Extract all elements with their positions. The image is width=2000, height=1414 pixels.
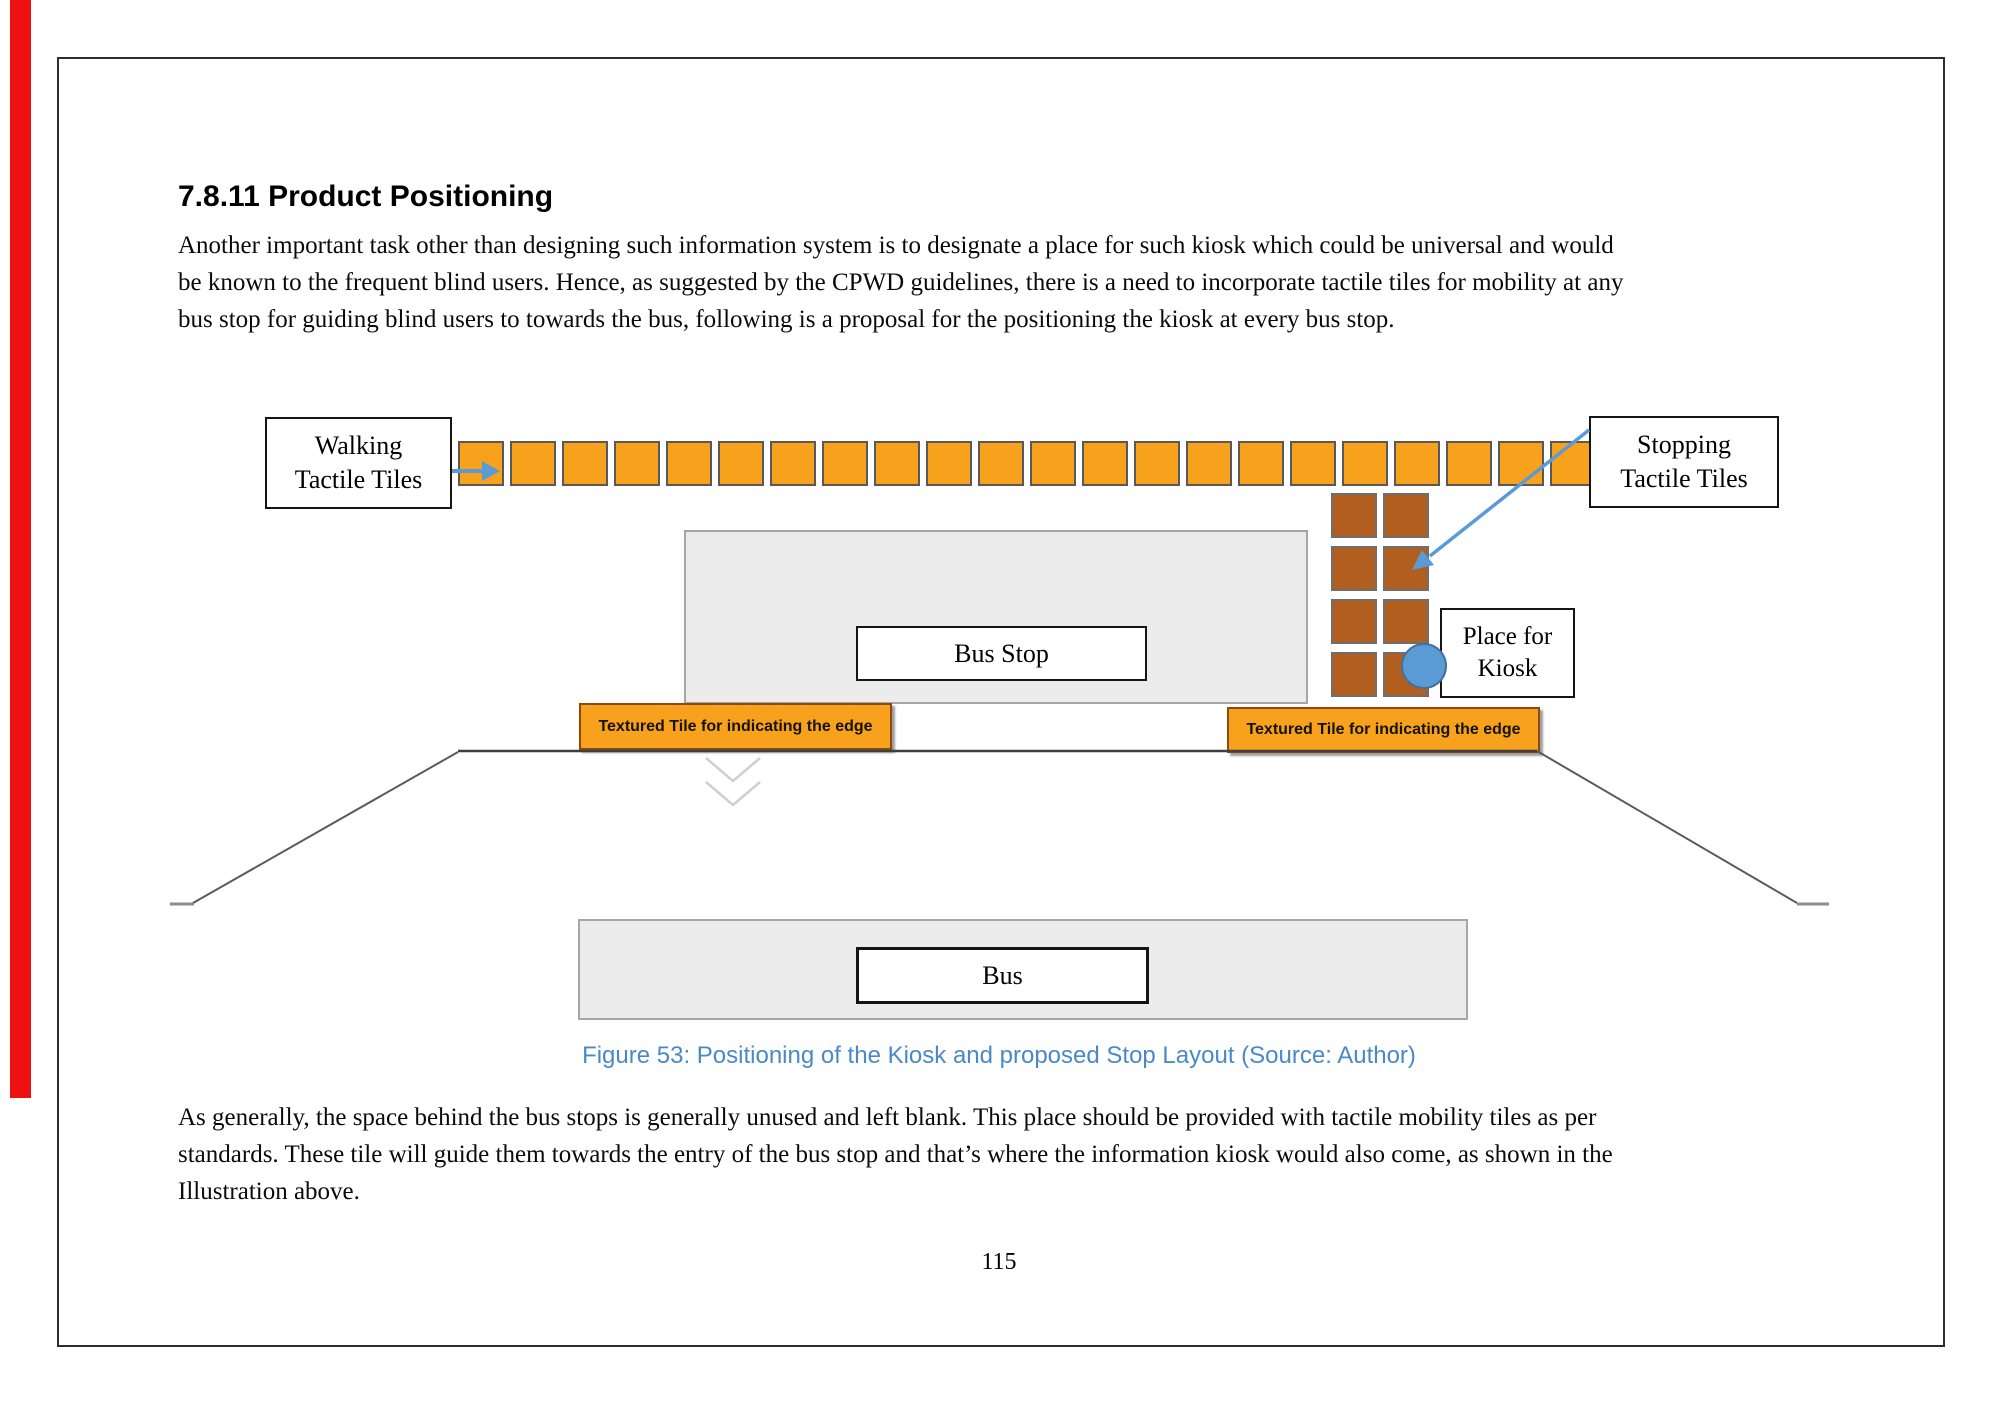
walking-tactile-tiles-label: Walking Tactile Tiles <box>265 417 452 509</box>
stopping-tile <box>1331 493 1377 538</box>
walking-tile <box>1290 441 1336 486</box>
stopping-tile <box>1383 599 1429 644</box>
walking-tile <box>1342 441 1388 486</box>
walking-tile <box>666 441 712 486</box>
bus-label: Bus <box>856 947 1149 1004</box>
figure-caption: Figure 53: Positioning of the Kiosk and … <box>582 1042 1416 1069</box>
stopping-tactile-tiles-label: Stopping Tactile Tiles <box>1589 416 1779 508</box>
textured-tile-edge-label-left: Textured Tile for indicating the edge <box>579 703 892 750</box>
walking-tile <box>1134 441 1180 486</box>
kiosk-position-marker <box>1401 643 1447 689</box>
walking-tile <box>614 441 660 486</box>
stopping-tile <box>1383 493 1429 538</box>
stopping-tile <box>1331 652 1377 697</box>
section-heading: 7.8.11 Product Positioning <box>178 180 554 213</box>
walking-tile <box>1446 441 1492 486</box>
walking-tile <box>874 441 920 486</box>
walking-tile <box>458 441 504 486</box>
walking-tile <box>926 441 972 486</box>
page-border <box>57 57 1945 1347</box>
walking-tile <box>770 441 816 486</box>
place-for-kiosk-label: Place for Kiosk <box>1440 608 1575 698</box>
walking-tile <box>510 441 556 486</box>
bus-stop-label: Bus Stop <box>856 626 1147 681</box>
stopping-tile <box>1383 546 1429 591</box>
stopping-tile <box>1331 599 1377 644</box>
walking-tile <box>1030 441 1076 486</box>
textured-tile-edge-label-right: Textured Tile for indicating the edge <box>1227 707 1540 753</box>
walking-tile <box>1238 441 1284 486</box>
red-margin-bar <box>10 0 31 1098</box>
walking-tile <box>1082 441 1128 486</box>
walking-tile <box>562 441 608 486</box>
walking-tile <box>1186 441 1232 486</box>
walking-tile <box>1498 441 1544 486</box>
walking-tile <box>978 441 1024 486</box>
stopping-tile <box>1331 546 1377 591</box>
paragraph-2: As generally, the space behind the bus s… <box>178 1104 1613 1205</box>
page-number: 115 <box>981 1249 1017 1275</box>
walking-tile <box>1394 441 1440 486</box>
walking-tile <box>718 441 764 486</box>
walking-tile <box>822 441 868 486</box>
walking-tile-row <box>458 441 1596 486</box>
paragraph-1: Another important task other than design… <box>178 232 1624 333</box>
